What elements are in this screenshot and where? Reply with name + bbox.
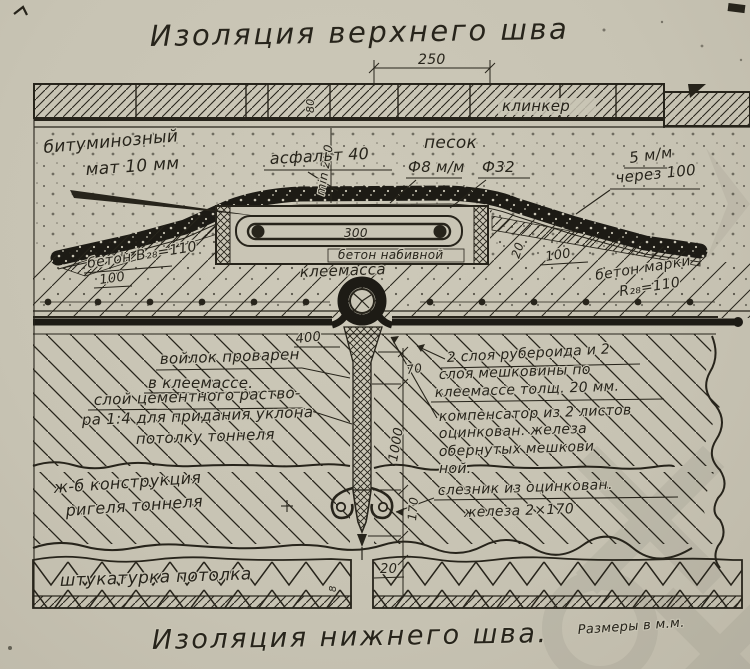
dim-8-plaster: 8 xyxy=(328,585,339,592)
omega-loop xyxy=(337,276,387,326)
units-note: Размеры в м.м. xyxy=(577,616,685,638)
label-sand: песок xyxy=(424,133,478,153)
dim-20-bottom: 20 xyxy=(380,562,397,577)
joint-strip xyxy=(330,326,394,560)
dim-100-right: 100 xyxy=(544,246,572,265)
dim-1000: 1000 xyxy=(386,426,407,462)
bottom-title: Изоляция нижнего шва. xyxy=(152,618,549,656)
label-felt-2: в клеемассе. xyxy=(148,374,253,392)
top-title: Изоляция верхнего шва xyxy=(150,12,570,53)
plaster-band xyxy=(32,555,743,609)
ground-masses xyxy=(32,333,726,569)
anchor-bar-end-right xyxy=(433,225,447,238)
concrete-band xyxy=(33,210,750,318)
dim-80: 80 xyxy=(304,98,317,113)
dim-f8: Ф8 м/м xyxy=(408,158,465,176)
joint-anchor-box xyxy=(215,205,489,265)
dim-100-left: 100 xyxy=(98,270,126,288)
dim-20-top: 20 xyxy=(509,240,527,259)
wavy-boundaries xyxy=(32,335,726,569)
waterproofing-layer xyxy=(33,276,743,329)
drip-curls xyxy=(330,486,394,520)
anchor-bar-end-left xyxy=(251,225,265,238)
labels: Изоляция верхнего шва 250 клинкер 80 бит… xyxy=(41,10,698,657)
leader-lines xyxy=(33,84,700,608)
dim-300: 300 xyxy=(344,226,368,240)
dim-400: 400 xyxy=(295,329,322,347)
clinker-band xyxy=(33,83,750,128)
scan-marks xyxy=(8,3,746,650)
label-ruberoid-2: слоя мешковины по xyxy=(439,362,591,383)
band-notch xyxy=(688,84,706,98)
label-drip-2: железа 2×170 xyxy=(463,501,575,521)
dim-250: 250 xyxy=(418,52,446,68)
rebar-dots xyxy=(40,298,715,306)
dim-70: 70 xyxy=(405,361,423,377)
label-compensator-3: обернутых мешкови xyxy=(439,439,595,460)
dim-170: 170 xyxy=(405,496,421,521)
label-clinker: клинкер xyxy=(502,97,570,115)
label-glue-mass: клеемасса xyxy=(300,260,387,281)
dimension-lines xyxy=(294,60,496,602)
wheel-spokes xyxy=(352,292,372,311)
label-compensator-2: оцинкован. железа xyxy=(439,421,588,442)
label-concrete-center: бетон набивной xyxy=(338,248,443,262)
drip-arrow xyxy=(357,534,367,547)
label-compensator-4: ной. xyxy=(439,461,471,477)
dim-f32: Ф32 xyxy=(482,158,515,176)
